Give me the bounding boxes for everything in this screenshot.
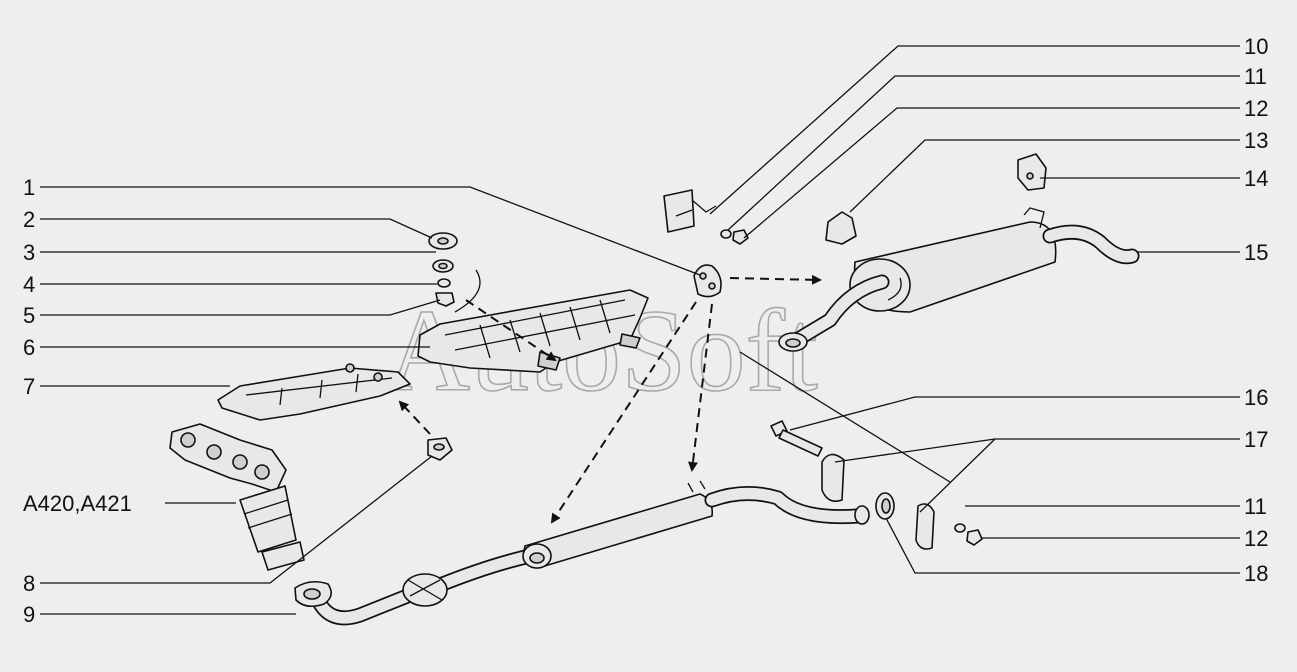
front-pipe <box>294 548 538 626</box>
arrow-hanger-to-resonator <box>687 303 713 472</box>
assembly-line <box>739 351 951 483</box>
callout-12-bottom: 12 <box>1244 526 1268 551</box>
callout-9: 9 <box>23 602 35 627</box>
washer-stack <box>428 232 481 313</box>
callout-3: 3 <box>23 240 35 265</box>
callout-11-top: 11 <box>1244 64 1267 89</box>
flange-nut-hole <box>433 443 445 451</box>
nut-top <box>732 229 749 245</box>
callout-18: 18 <box>1244 561 1268 586</box>
rubber-hanger <box>693 264 722 298</box>
rear-hanger <box>1017 153 1047 191</box>
callout-17: 17 <box>1244 427 1268 452</box>
clamp-bolt <box>770 420 823 457</box>
callout-16: 16 <box>1244 385 1268 410</box>
clamp-half-left <box>821 453 845 503</box>
arrow-washers-to-shield <box>465 299 557 362</box>
rubber-bumper <box>825 211 857 245</box>
callout-13: 13 <box>1244 128 1268 153</box>
arrow-hanger-to-muffler <box>729 274 822 285</box>
washer-top <box>720 229 732 239</box>
heat-shield-upper <box>417 289 649 373</box>
callout-15: 15 <box>1244 240 1268 265</box>
arrow-nut-to-shield <box>398 400 431 435</box>
callout-7: 7 <box>23 374 35 399</box>
callout-5: 5 <box>23 303 35 328</box>
intermediate-muffler <box>522 480 870 569</box>
washer-clamp <box>954 523 966 533</box>
callout-6: 6 <box>23 335 35 360</box>
sealing-ring-hole <box>881 498 891 514</box>
nut-clamp <box>966 529 983 546</box>
callout-4: 4 <box>23 272 35 297</box>
callout-2: 2 <box>23 207 35 232</box>
callout-1: 1 <box>23 175 35 200</box>
muffler-bracket <box>663 189 717 233</box>
rear-muffler <box>778 207 1140 352</box>
callout-12-top: 12 <box>1244 96 1268 121</box>
clamp-half-right <box>915 503 935 550</box>
callout-10: 10 <box>1244 34 1268 59</box>
callout-variant: A420,A421 <box>23 491 132 516</box>
exhaust-manifold-catalyst <box>169 423 305 571</box>
callout-14: 14 <box>1244 166 1268 191</box>
leader-lines <box>40 45 1240 615</box>
callout-8: 8 <box>23 571 35 596</box>
heat-shield-lower <box>217 363 411 421</box>
callout-11-bottom: 11 <box>1244 494 1267 519</box>
